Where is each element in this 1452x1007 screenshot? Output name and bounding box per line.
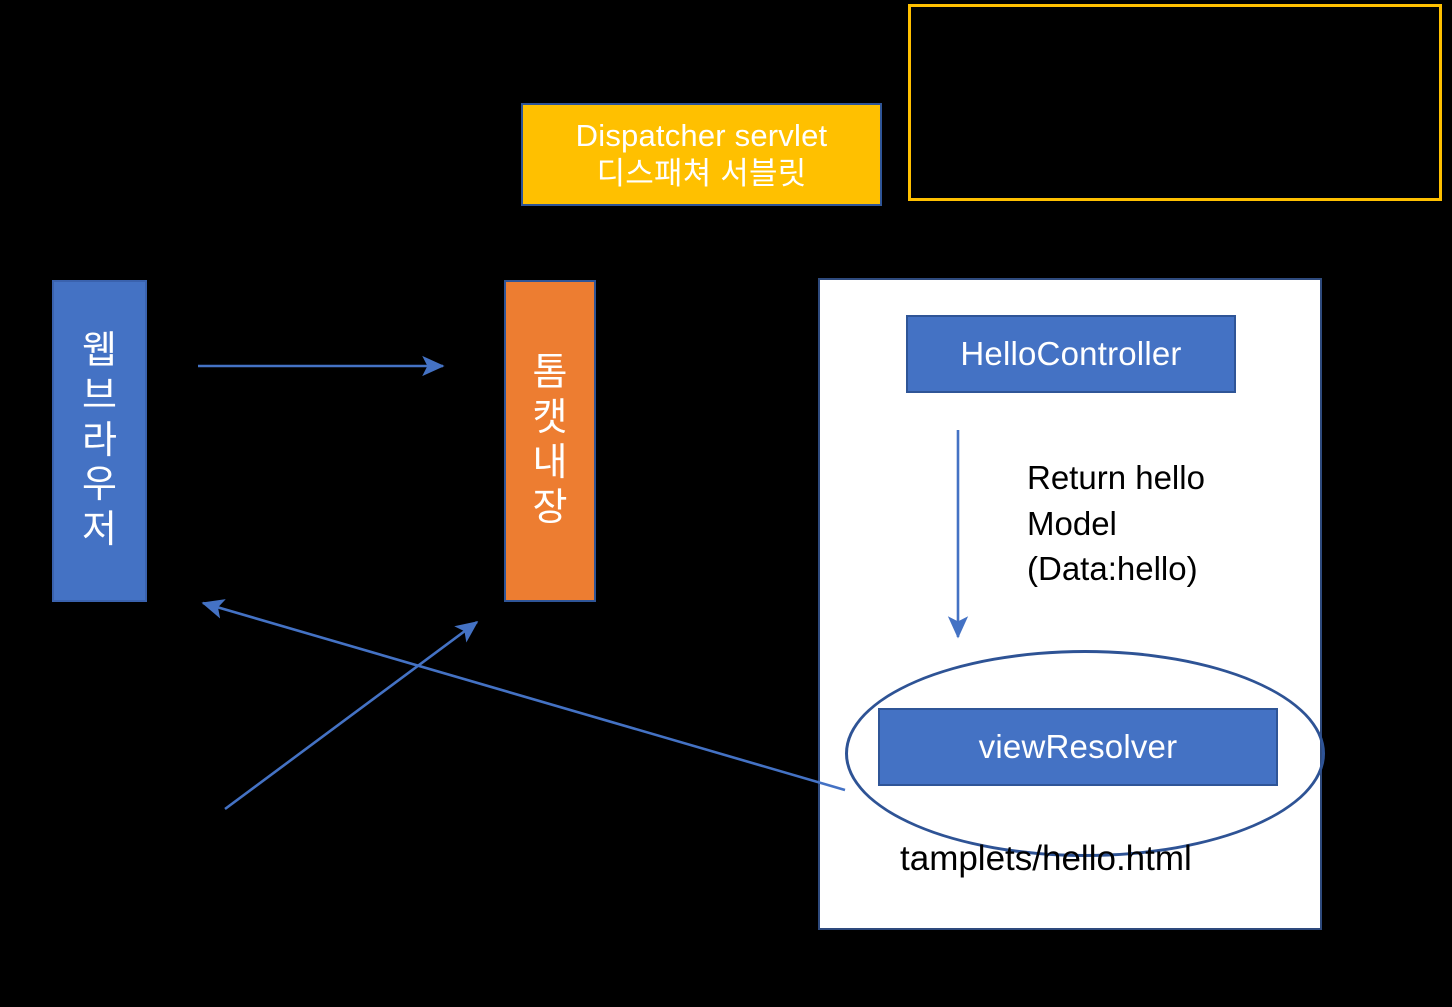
browser-char-5: 저 [82, 509, 117, 552]
embedded-tomcat-box: 톰 캣 내 장 [504, 280, 596, 602]
browser-char-4: 우 [82, 464, 117, 507]
browser-char-1: 웹 [82, 329, 117, 372]
hello-controller-label: HelloController [960, 335, 1182, 372]
empty-gold-outline-box [908, 4, 1442, 201]
view-resolver-box: viewResolver [878, 708, 1278, 786]
tomcat-char-3: 내 [532, 442, 568, 484]
view-resolver-ellipse [845, 650, 1325, 857]
tomcat-char-2: 캣 [532, 397, 568, 440]
dispatcher-servlet-label-ko: 디스패쳐 서블릿 [596, 155, 807, 191]
hello-controller-box: HelloController [906, 315, 1236, 393]
browser-char-3: 라 [82, 419, 117, 462]
embedded-tomcat-label: 톰 캣 내 장 [533, 351, 568, 530]
arrow-viewresolver-to-browser [201, 599, 846, 792]
template-path-label: tamplets/hello.html [900, 839, 1192, 878]
dispatcher-servlet-label-en: Dispatcher servlet [575, 117, 828, 153]
web-browser-box: 웹 브 라 우 저 [52, 280, 147, 602]
view-resolver-label: viewResolver [978, 728, 1178, 765]
tomcat-char-1: 톰 [532, 352, 568, 395]
browser-char-2: 브 [82, 374, 117, 417]
web-browser-label: 웹 브 라 우 저 [82, 329, 117, 553]
dispatcher-servlet-box: Dispatcher servlet 디스패쳐 서블릿 [521, 103, 882, 206]
arrow-bottomleft-to-tomcat [224, 620, 479, 811]
tomcat-char-4: 장 [532, 486, 568, 529]
return-model-label: Return hello Model (Data:hello) [1027, 459, 1205, 588]
